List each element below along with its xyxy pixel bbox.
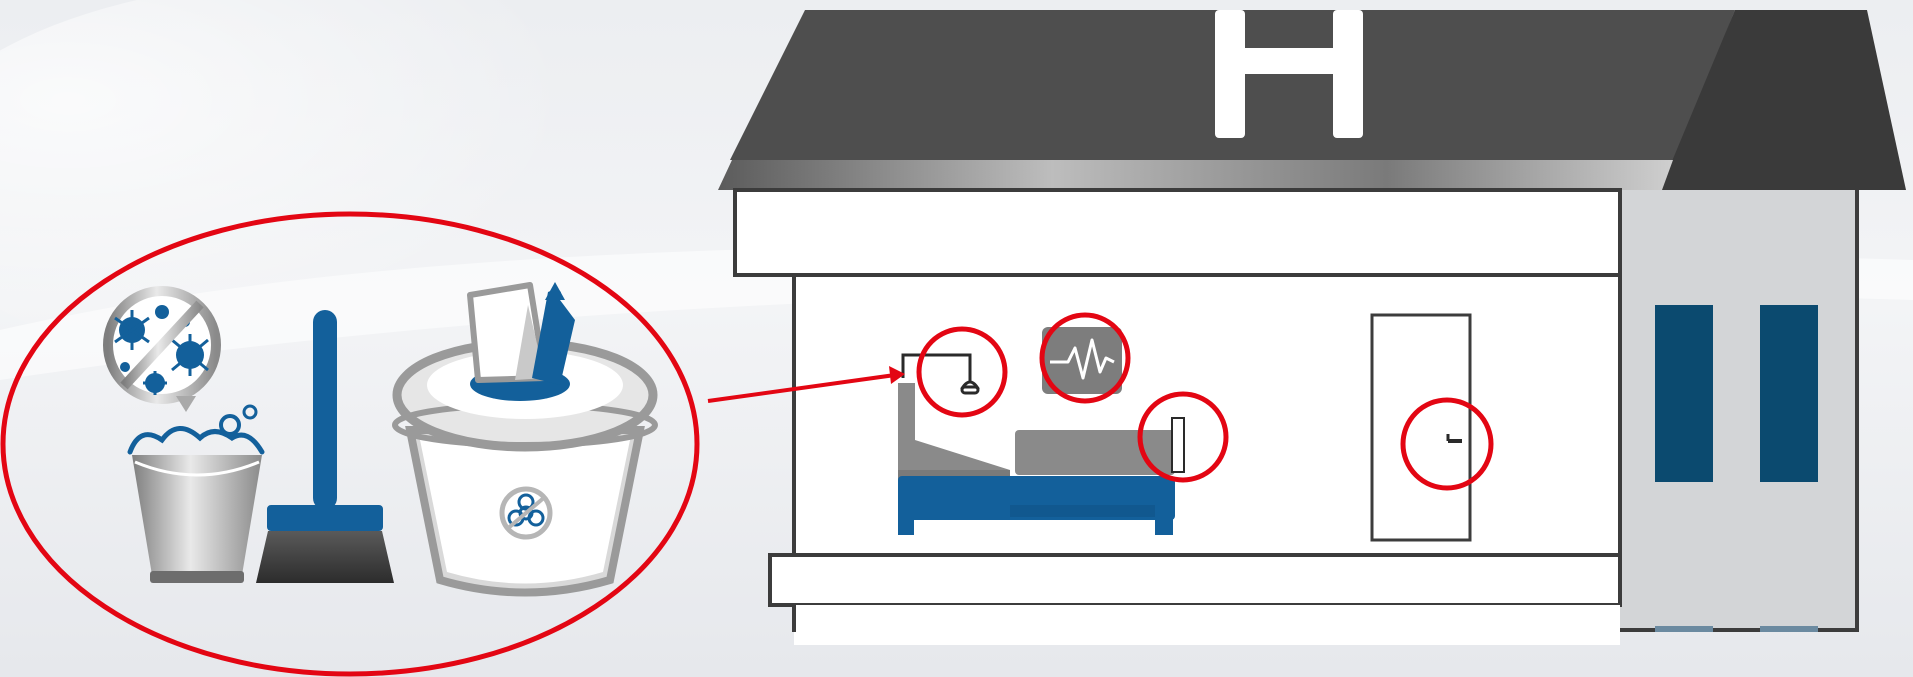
hospital-building: [718, 10, 1906, 645]
annex-window-left: [1655, 305, 1713, 482]
no-germs-icon: [108, 291, 216, 412]
annex-wall: [1617, 160, 1857, 630]
lower-wall: [794, 605, 1620, 645]
annex-window-lower-left: [1655, 626, 1713, 632]
biohazard-icon: [502, 489, 550, 537]
light-switch-icon: [1172, 418, 1184, 472]
door-icon: [1372, 315, 1470, 540]
soap-bucket-icon: [130, 406, 262, 583]
annex-window-lower-right: [1760, 626, 1818, 632]
floor-slab: [770, 555, 1620, 605]
monitor-icon: [1042, 327, 1122, 394]
roof-eave: [718, 160, 1673, 190]
upper-wall-band: [735, 190, 1620, 275]
annex-window-right: [1760, 305, 1818, 482]
